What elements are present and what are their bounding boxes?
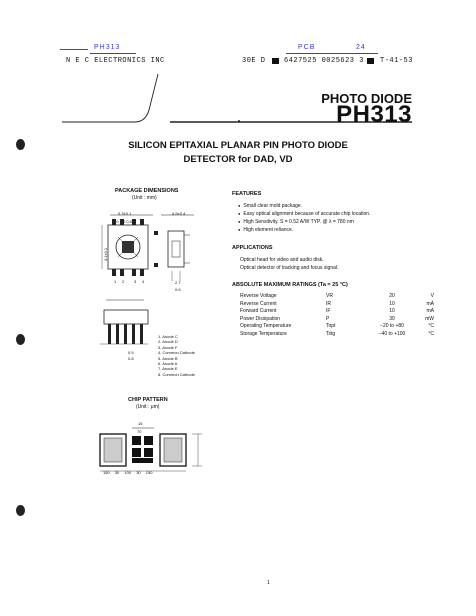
package-dimensions-title: PACKAGE DIMENSIONS [115,188,179,194]
title-curve [62,73,412,123]
chip-dim: 100 [124,470,132,475]
pin-legend-item: 3. Anode F [158,344,178,350]
chip-dims-bottom: 150 30 100 30 150 [103,470,152,475]
rating-value: −20 to +80 [380,323,404,329]
chip-dim: 150 [145,470,153,475]
binder-hole-top [16,139,25,150]
rating-unit: mA [426,308,435,314]
header-blue-rule-2 [286,53,378,54]
package-side-view [100,299,149,345]
table-row: Storage Temperature Tstg −40 to +100 °C [240,331,434,339]
rating-value: −40 to +100 [378,330,406,337]
rating-param: Operating Temperature [240,323,292,329]
rating-symbol: Topt [326,323,336,329]
feature-item: High Sensitivity. S = 0.52 A/W TYP. @ λ … [238,219,458,225]
header-page-number: 24 [356,44,366,51]
rating-param: Reverse Current [240,300,277,307]
dim-lead: 2.7 [175,280,181,285]
pin-legend-item: 5. Anode B [158,355,178,361]
binder-hole-middle [16,334,25,345]
application-item: Optical head for video and audio disk. [240,257,324,263]
header-code-left: 30E D [242,57,266,65]
feature-item: Small clear mold package. [238,203,458,209]
package-top-view [101,214,194,281]
application-item: Optical detector of tracking and focus s… [240,265,339,271]
dim-bottom-2: 0.8 [128,356,134,361]
table-row: Reverse Voltage VR 20 V [240,293,434,301]
rating-symbol: Tstg [326,330,336,337]
rating-unit: V [430,293,434,299]
applications-list: Optical head for video and audio disk. O… [240,256,338,272]
header-block-1 [272,58,279,64]
chip-dim: 30 [136,470,141,475]
pin-legend-item: 4. Common Cathode [158,350,195,356]
header-part-ref: PH313 [94,44,121,51]
rating-unit: mA [426,300,435,307]
dim-top: 5.3±0.1 [118,211,132,216]
table-row: Reverse Current IR 10 mA [240,301,434,309]
pin-legend-item: 2. Anode D [158,339,178,345]
chip-pattern-diagram [99,427,202,472]
part-number: PH313 [336,101,412,128]
rating-symbol: IR [326,300,331,307]
rating-value: 30 [389,315,395,322]
package-dimensions-unit: (Unit : mm) [132,195,157,201]
features-list: Small clear mold package. Easy optical a… [238,203,458,235]
dim-lead-2: 0.6 [175,287,181,292]
rating-param: Forward Current [240,308,277,314]
rating-symbol: VR [326,293,333,299]
rating-param: Storage Temperature [240,330,287,337]
rating-unit: °C [428,330,434,337]
pin-legend-item: 8. Common Cathode [158,371,195,377]
rating-value: 10 [389,308,395,314]
footer-page-mark: 1 [267,580,270,586]
header-company: N E C ELECTRONICS INC [66,57,165,65]
dim-bottom-1: 0.5 [128,350,134,355]
rating-unit: mW [425,315,434,322]
pin-legend-item: 7. Anode E [158,366,178,372]
main-heading-line2: DETECTOR for DAD, VD [183,154,293,165]
table-row: Operating Temperature Topt −20 to +80 °C [240,323,434,331]
rating-param: Power Dissipation [240,315,281,322]
rating-symbol: IF [326,308,331,314]
product-type: PHOTO DIODE [321,91,412,106]
pin-number-4: 4 [142,279,145,284]
ratings-table: Reverse Voltage VR 20 V Reverse Current … [240,293,434,338]
header-rule-left [60,49,88,50]
rating-param: Reverse Voltage [240,293,277,299]
title-dot [238,120,240,122]
header-block-2 [367,58,374,64]
header-code-mid: 6427525 0025623 3 [284,57,364,65]
chip-dim-top-2: 70 [137,429,142,434]
table-row: Forward Current IF 10 mA [240,308,434,316]
rating-symbol: P [326,315,330,322]
ratings-title: ABSOLUTE MAXIMUM RATINGS (Ta = 25 °C) [232,282,348,288]
features-title: FEATURES [232,191,262,197]
pin-legend-item: 1. Anode C [158,334,178,339]
chip-pattern-unit: (Unit : μm) [136,404,160,410]
feature-item: Easy optical alignment because of accura… [238,211,458,217]
dim-right: 4.5±0.4 [172,211,186,216]
table-row: Power Dissipation P 30 mW [240,316,434,324]
chip-pattern-title: CHIP PATTERN [128,397,168,403]
pin-number-2: 2 [122,279,125,284]
header-code-right: T-41-53 [380,57,413,65]
rating-value: 10 [389,300,395,307]
pin-number-1: 1 [114,279,117,284]
header-pcb-label: PCB [298,44,316,51]
applications-title: APPLICATIONS [232,245,273,251]
rating-unit: °C [428,323,434,329]
chip-dim-top: 15 [138,421,143,426]
header-blue-rule-1 [90,53,136,54]
pin-legend: 1. Anode C 2. Anode D 3. Anode F 4. Comm… [158,334,195,377]
chip-dim: 30 [114,470,120,475]
main-heading-line1: SILICON EPITAXIAL PLANAR PIN PHOTO DIODE [128,140,348,151]
rating-value: 20 [389,293,395,299]
feature-item: High element reliance. [238,227,458,233]
pin-legend-item: 6. Anode A [158,361,178,367]
binder-hole-bottom [16,505,25,516]
pin-number-3: 3 [134,279,137,284]
chip-dim: 150 [103,470,110,475]
